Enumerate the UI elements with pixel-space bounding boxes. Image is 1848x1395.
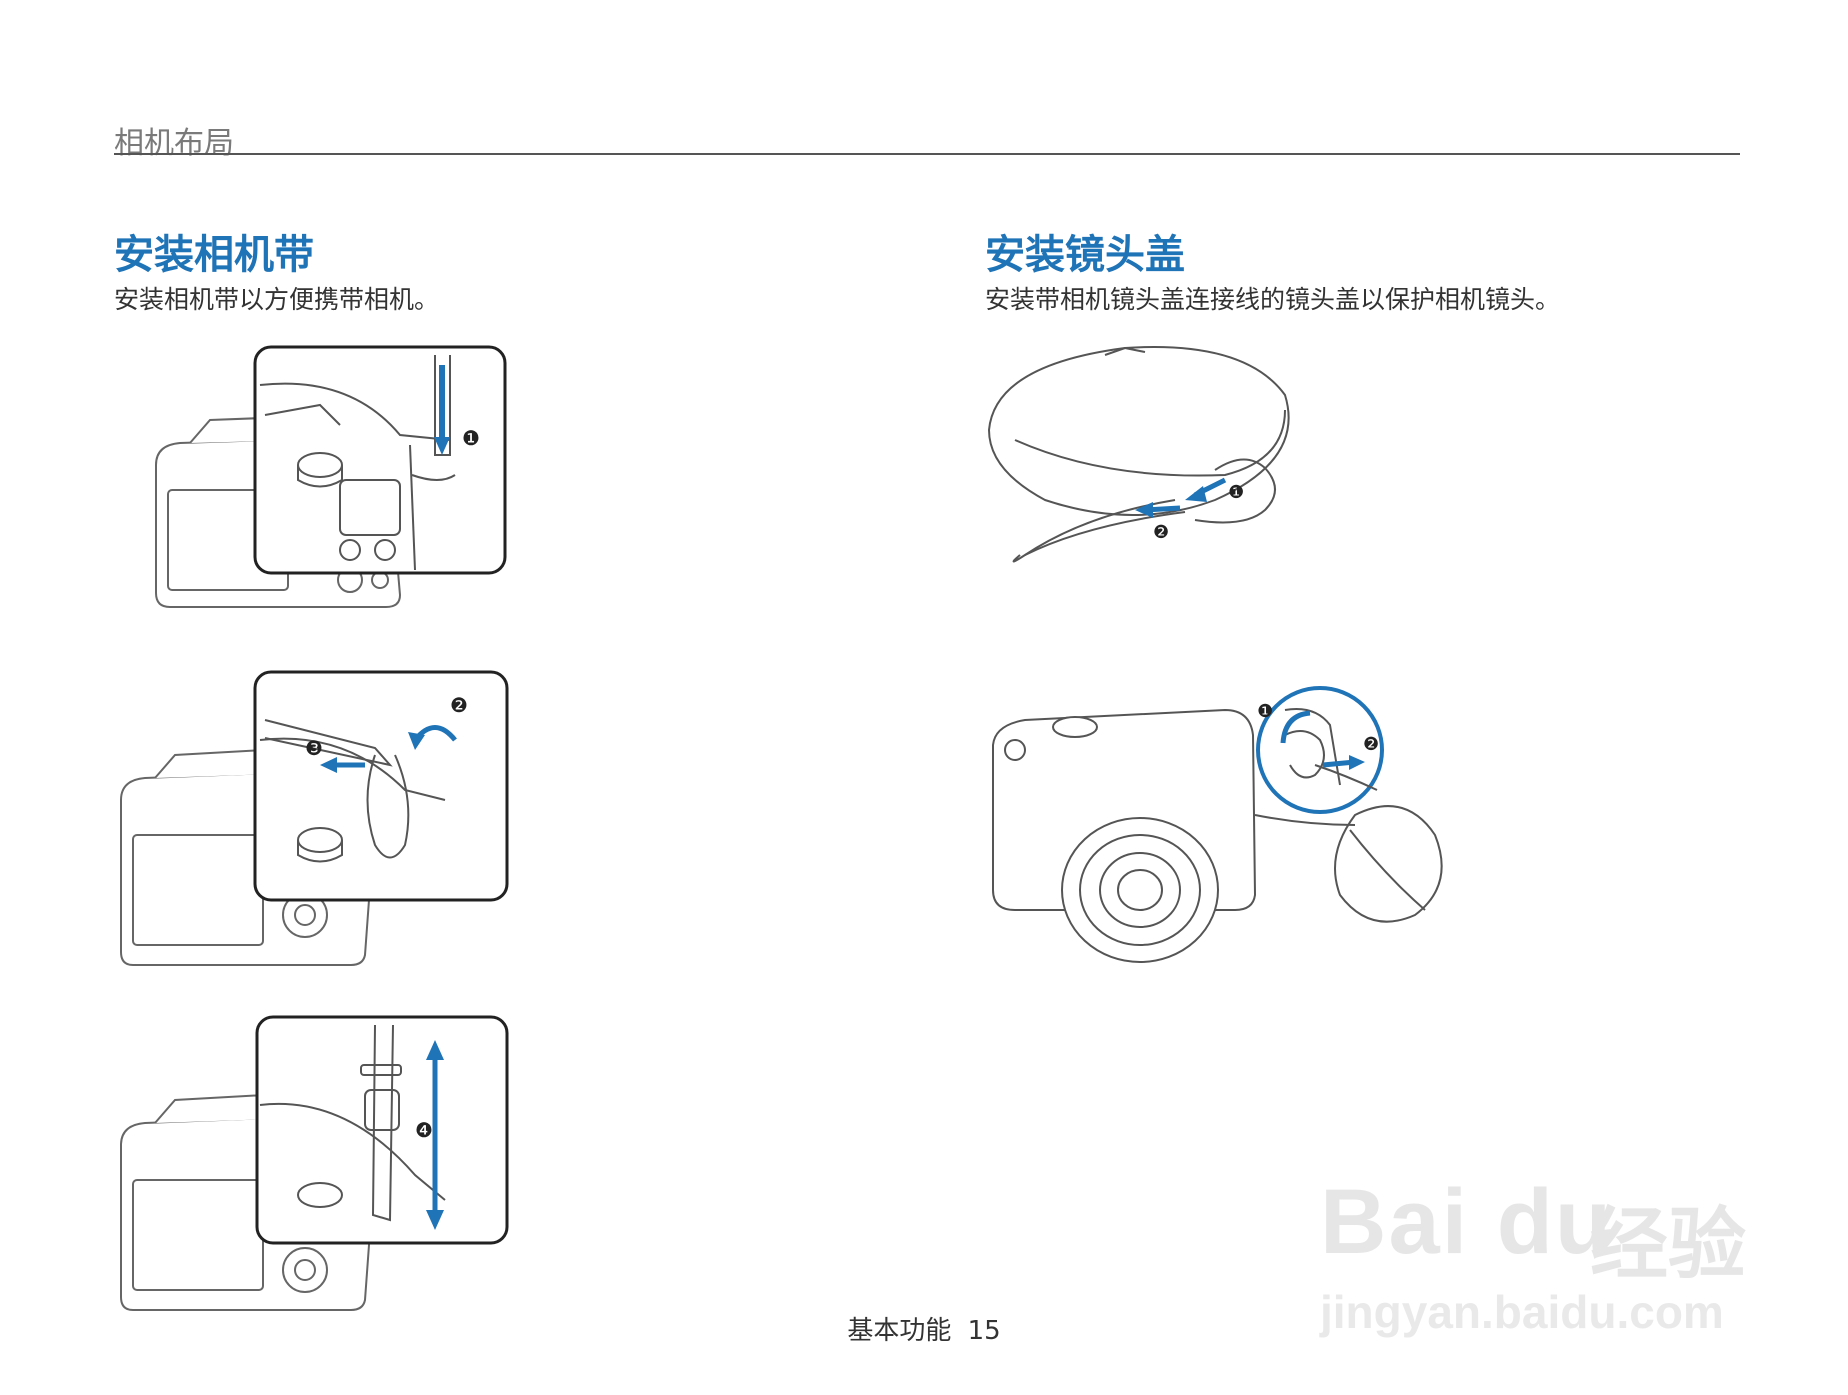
page-header-title: 相机布局	[114, 126, 234, 161]
attach-step-1-marker: ❶	[1257, 701, 1273, 722]
page-footer: 基本功能 15	[0, 1310, 1848, 1347]
camera-lenscap-attached-illustration: ❶ ❷	[992, 686, 1443, 963]
lenscap-section-title: 安装镜头盖	[985, 232, 1185, 278]
watermark-url: jingyan.baidu.com	[1320, 1286, 1724, 1338]
watermark-brand: Bai du	[1320, 1171, 1614, 1273]
lenscap-section-desc: 安装带相机镜头盖连接线的镜头盖以保护相机镜头。	[985, 285, 1561, 314]
attach-step-2-marker: ❷	[1363, 734, 1379, 755]
strap-section-title: 安装相机带	[114, 232, 314, 278]
step-3-marker: ❸	[305, 736, 323, 760]
step-1-marker: ❶	[462, 426, 480, 450]
baidu-watermark: Bai du 经验 jingyan.baidu.com	[1310, 1110, 1770, 1340]
strap-section-desc: 安装相机带以方便携带相机。	[114, 285, 440, 314]
footer-section: 基本功能	[847, 1316, 952, 1346]
lenscap-cord-illustration: ❶ ❷	[987, 346, 1290, 563]
header-rule	[114, 153, 1740, 155]
lenscap-step-2-marker: ❷	[1153, 522, 1169, 543]
watermark-cn: 经验	[1590, 1200, 1747, 1290]
strap-step1-illustration: ❶	[155, 345, 507, 608]
lenscap-step-1-marker: ❶	[1228, 482, 1244, 503]
strap-step3-illustration: ❹	[120, 1015, 509, 1311]
step-2-marker: ❷	[450, 693, 468, 717]
page-number: 15	[967, 1316, 1001, 1346]
step-4-marker: ❹	[415, 1118, 433, 1142]
strap-step2-illustration: ❸ ❷	[120, 670, 509, 966]
